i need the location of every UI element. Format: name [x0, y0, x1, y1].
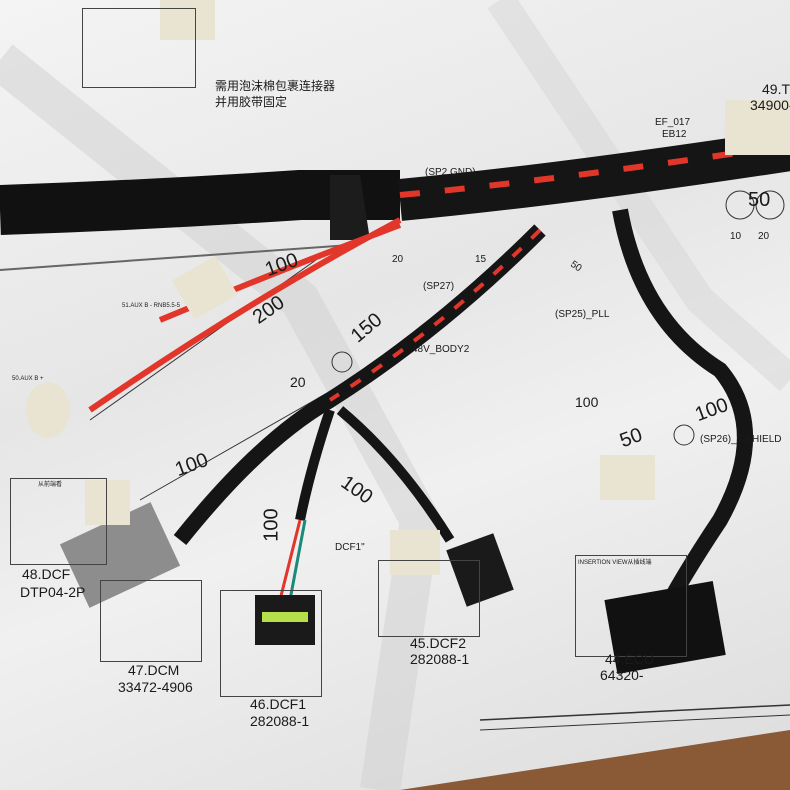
dim-20-c: 20: [392, 254, 404, 265]
label-eb: EB12: [662, 129, 687, 140]
connector-48-part: DTP04-2P: [20, 584, 86, 600]
connector-46-name: 46.DCF1: [250, 696, 307, 712]
connector-ecu: [604, 581, 726, 674]
note-line-1: 需用泡沫棉包裹连接器: [215, 79, 336, 93]
main-trunk: [398, 129, 790, 221]
wood-table: [400, 730, 790, 790]
connector-diagram-44: [575, 555, 687, 657]
label-sp25: (SP25)_PLL: [555, 309, 610, 320]
connector-dcf2: [446, 533, 514, 607]
dim-100-c: 100: [260, 508, 283, 542]
dim-20: 20: [290, 374, 306, 390]
label-aux-b: 51.AUX B - RNB5.5-5: [122, 303, 181, 309]
connector-diagram-45: [378, 560, 480, 637]
connector-47-part: 33472-4906: [118, 679, 193, 695]
connector-45-part: 282088-1: [410, 651, 470, 667]
dim-15: 15: [475, 254, 487, 265]
label-body2: 48V_BODY2: [412, 344, 470, 355]
label-sp26: (SP26)_T SHIELD: [700, 434, 782, 445]
connector-diagram-48: [10, 478, 107, 565]
dim-50-c: 50: [748, 189, 771, 211]
connector-45-name: 45.DCF2: [410, 635, 467, 651]
connector-44-part: 64320-: [600, 667, 644, 683]
connector-diagram-47: [100, 580, 202, 662]
label-sp27: (SP27): [423, 281, 455, 292]
dim-100-f: 100: [575, 394, 599, 410]
connector-44-name: 44.ECU: [605, 651, 655, 667]
dim-20-b: 20: [758, 231, 770, 242]
corrugated-tube: [0, 170, 400, 235]
label-aux-b-plus: 50.AUX B +: [12, 376, 44, 382]
connector-47-name: 47.DCM: [128, 662, 180, 678]
dim-10: 10: [730, 231, 742, 242]
label-ef: EF_017: [655, 117, 691, 128]
connector-dcm: [59, 502, 181, 608]
label-insertion-view: INSERTION VIEW从插线端: [578, 560, 652, 566]
connector-diagram-46: [220, 590, 322, 697]
connector-46-part: 282088-1: [250, 713, 310, 729]
label-dcf1-tag: DCF1": [335, 542, 365, 553]
connector-dcf: [85, 480, 130, 525]
connector-48-name: 48.DCF: [22, 566, 71, 582]
label-rear-view: 从前端看: [38, 482, 63, 488]
label-sp-gnd: (SP2 GND): [425, 167, 476, 178]
note-line-2: 并用胶带固定: [215, 95, 288, 109]
connector-49-name: 49.TH: [762, 81, 790, 97]
connector-diagram-top: [82, 8, 196, 88]
connector-49-part: 34900-2: [750, 97, 790, 113]
